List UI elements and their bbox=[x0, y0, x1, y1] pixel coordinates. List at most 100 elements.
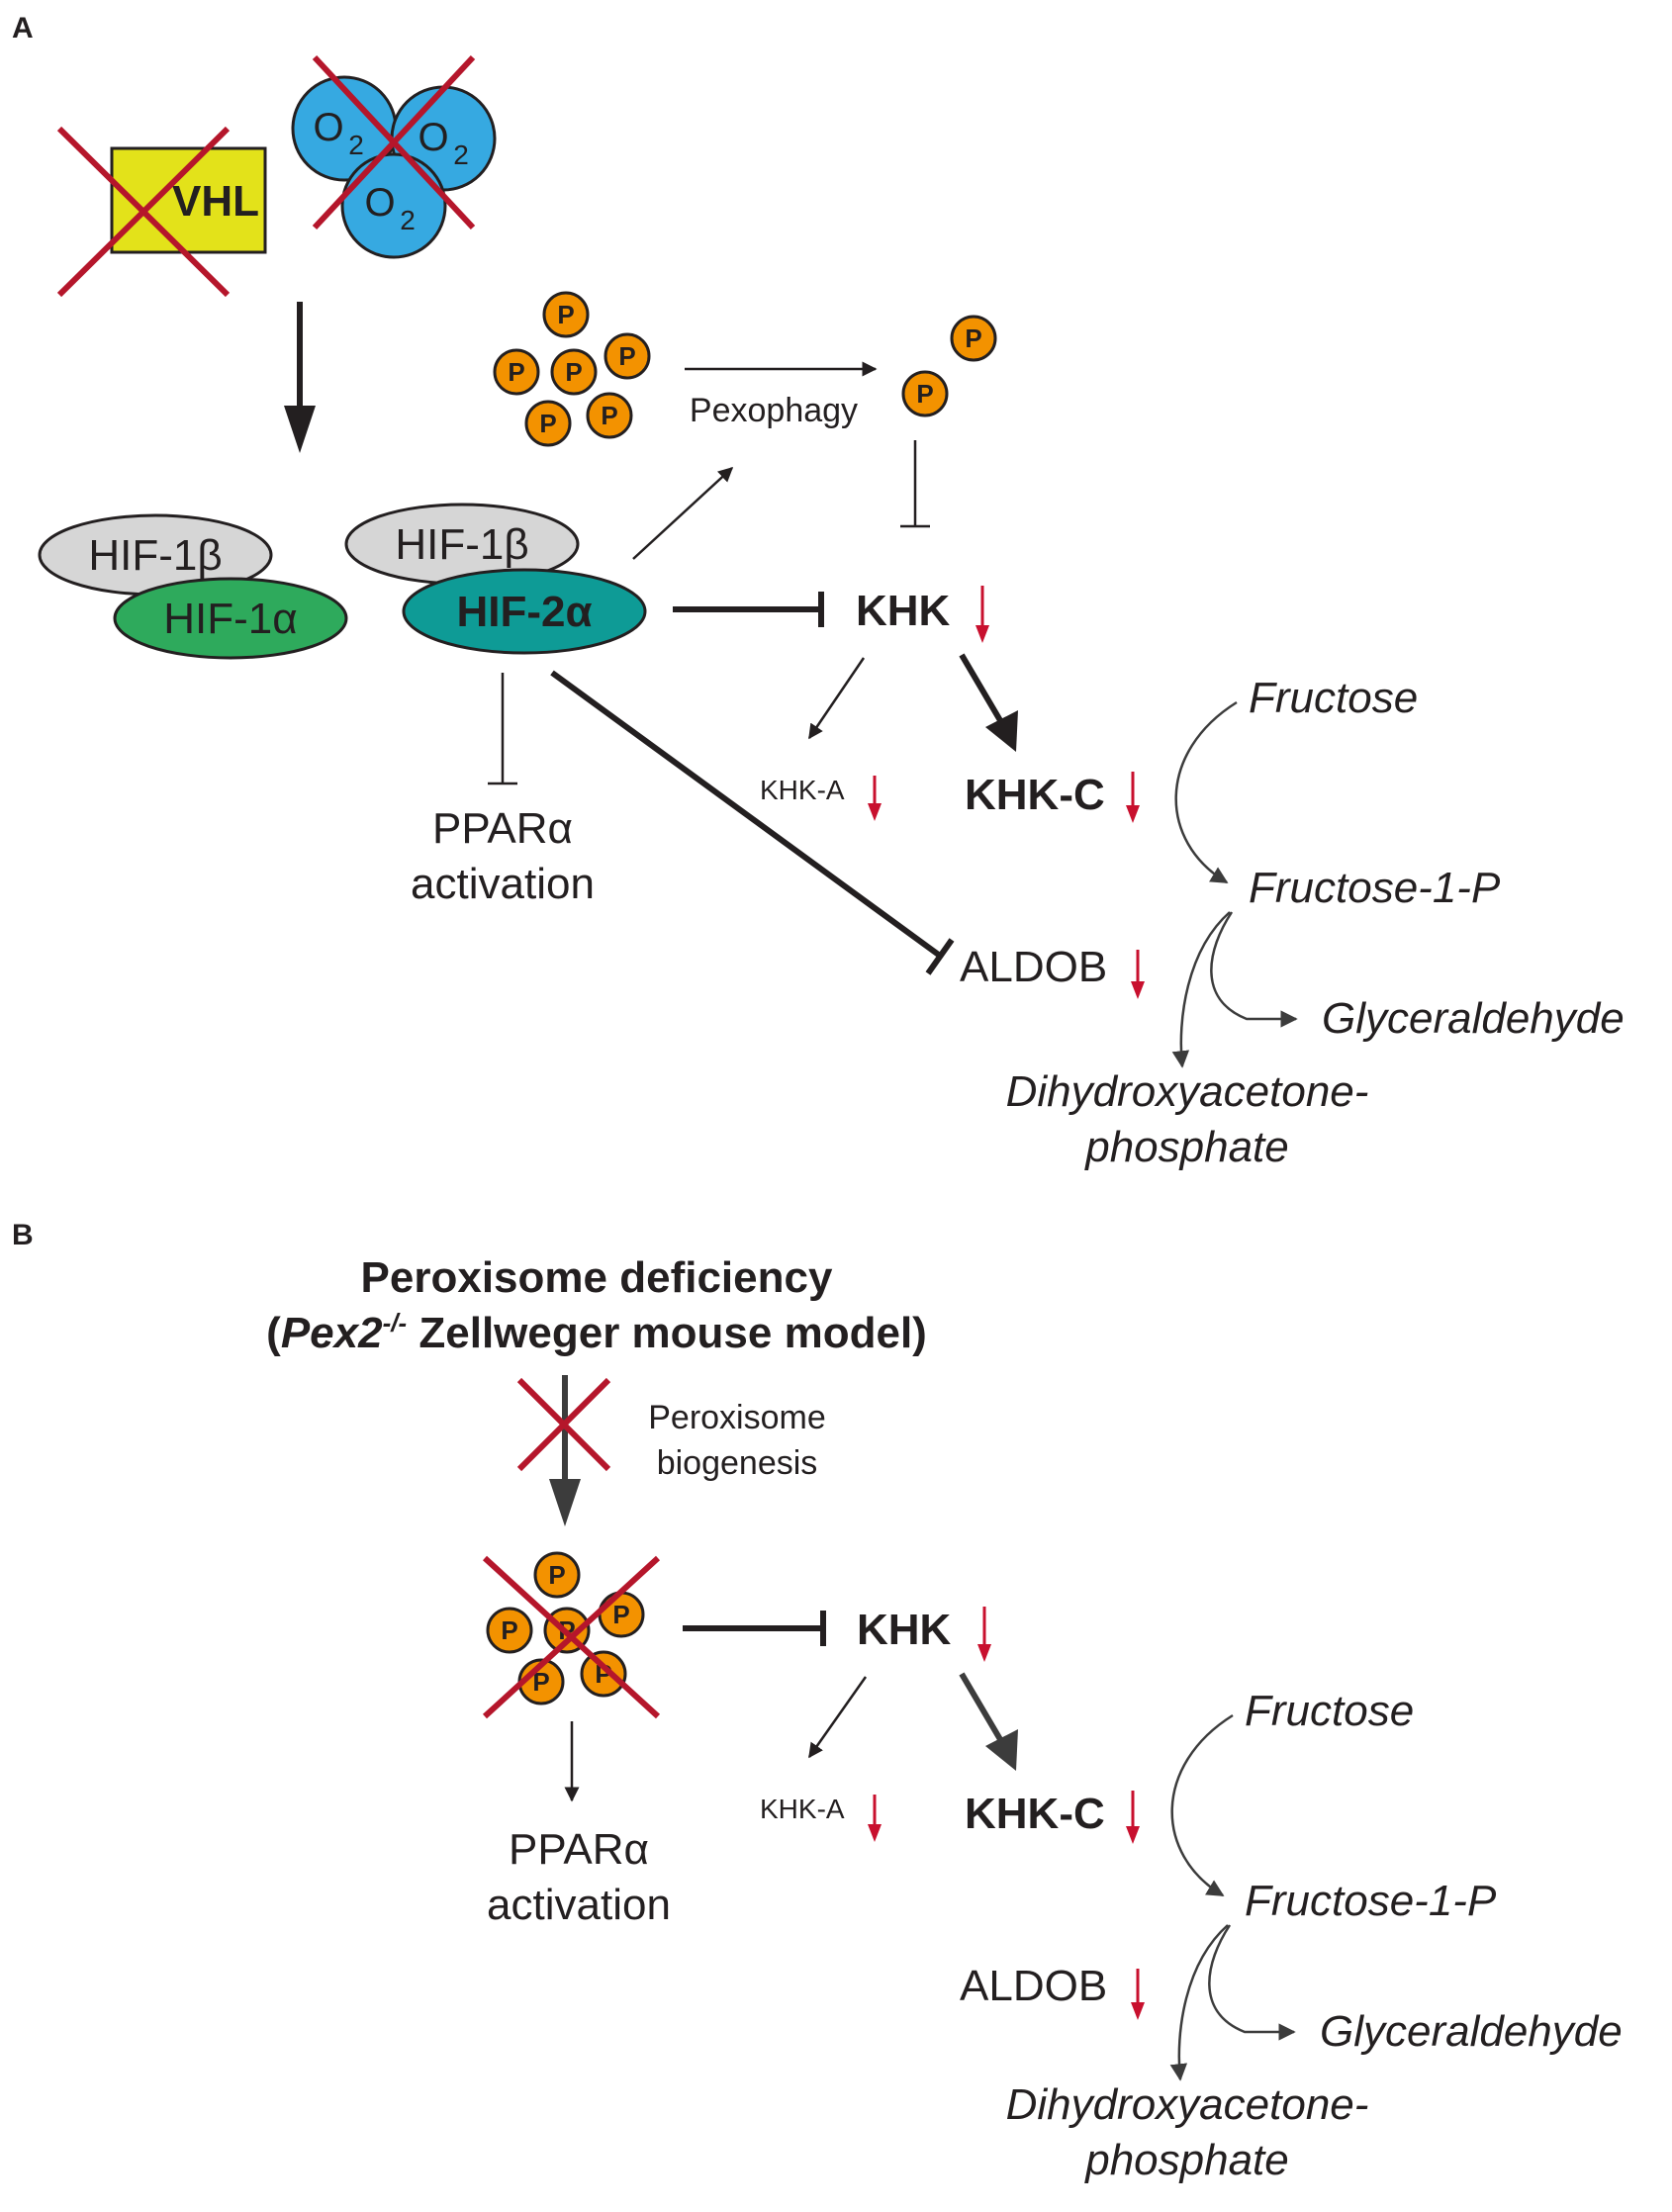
glyceraldehyde-label: Glyceraldehyde bbox=[1322, 994, 1625, 1043]
arrow-biogenesis bbox=[516, 1375, 611, 1526]
peroxisome-label: P bbox=[618, 341, 635, 371]
peroxisome: P bbox=[598, 1591, 645, 1638]
arrow-khk-khkc-b bbox=[959, 1672, 1018, 1771]
peroxisome-label: P bbox=[501, 1615, 517, 1645]
o2-subscript: 2 bbox=[400, 205, 416, 235]
arrow-hif2a-pexophagy bbox=[632, 466, 734, 560]
aldob-label-b: ALDOB bbox=[960, 1962, 1107, 2010]
panel-b-title-1: Peroxisome deficiency bbox=[361, 1253, 833, 1302]
khk-c-down-arrow bbox=[1126, 772, 1140, 823]
vhl-label: VHL bbox=[172, 177, 259, 226]
khk-c-label-b: KHK-C bbox=[965, 1790, 1105, 1838]
aldob-label: ALDOB bbox=[960, 943, 1107, 991]
inhibit-hif2a-khk bbox=[673, 592, 824, 627]
arrow-vhl-to-hif bbox=[284, 302, 316, 453]
peroxisome: P bbox=[542, 291, 590, 338]
peroxisome-label: P bbox=[916, 379, 933, 409]
fructose-label: Fructose bbox=[1249, 674, 1418, 722]
khk-c-label: KHK-C bbox=[965, 771, 1105, 819]
panel-a-letter: A bbox=[12, 12, 34, 45]
oxygen-molecule bbox=[340, 152, 447, 259]
hif2a-ellipse bbox=[402, 568, 647, 655]
arrow-khk-khkc bbox=[959, 653, 1018, 752]
o2-label: O bbox=[418, 116, 448, 159]
fructose-1-p-label: Fructose-1-P bbox=[1249, 864, 1501, 912]
activation-label: activation bbox=[411, 860, 595, 908]
peroxisome-label: P bbox=[965, 323, 981, 353]
peroxisome-remaining: P P bbox=[901, 315, 997, 417]
peroxisome: P bbox=[524, 400, 572, 447]
fructose-label-b: Fructose bbox=[1245, 1687, 1414, 1735]
dhap-label-1-b: Dihydroxyacetone- bbox=[1006, 2080, 1369, 2129]
peroxisome: P bbox=[604, 332, 651, 380]
peroxisome: P bbox=[580, 1650, 627, 1698]
o2-subscript: 2 bbox=[348, 130, 364, 160]
hif2a-label: HIF-2α bbox=[456, 588, 592, 636]
vhl-box: VHL bbox=[56, 126, 267, 298]
khk-a-down-arrow-b bbox=[868, 1795, 882, 1842]
peroxisome-label: P bbox=[548, 1560, 565, 1590]
title-rest: Zellweger mouse model) bbox=[407, 1309, 927, 1357]
title-sup: -/- bbox=[383, 1308, 408, 1337]
inhibit-hif2a-aldob bbox=[550, 670, 955, 975]
dhap-label-2: phosphate bbox=[1083, 1123, 1289, 1171]
fructose-1-p-label-b: Fructose-1-P bbox=[1245, 1877, 1497, 1925]
o2-subscript: 2 bbox=[453, 139, 469, 170]
khk-label-b: KHK bbox=[857, 1606, 952, 1654]
aldob-down-arrow bbox=[1131, 950, 1145, 999]
o2-label: O bbox=[313, 106, 343, 149]
arrow-f1p-dhap bbox=[1171, 911, 1231, 1068]
peroxisome-label: P bbox=[557, 300, 574, 329]
khk-down-arrow bbox=[975, 586, 989, 643]
oxygen-cross bbox=[312, 54, 476, 230]
peroxisome: P bbox=[533, 1551, 581, 1599]
arrow-f1p-glyceraldehyde bbox=[1210, 911, 1298, 1028]
vhl-cross bbox=[56, 126, 231, 298]
khk-c-down-arrow-b bbox=[1126, 1791, 1140, 1844]
peroxisome-label: P bbox=[508, 357, 524, 387]
peroxisome: P bbox=[493, 348, 540, 396]
title-gene: Pex2 bbox=[281, 1309, 383, 1357]
peroxisome-label: P bbox=[612, 1600, 629, 1629]
activation-label-b: activation bbox=[487, 1881, 671, 1929]
peroxisome: P bbox=[550, 348, 598, 396]
peroxisome-cross bbox=[482, 1555, 661, 1719]
arrow-f1p-glyceraldehyde-b bbox=[1208, 1924, 1296, 2041]
hif1-complex: HIF-1β HIF-1α bbox=[38, 513, 348, 660]
biogenesis-label-1: Peroxisome bbox=[648, 1399, 826, 1436]
hif1a-ellipse bbox=[113, 577, 348, 660]
khk-label: KHK bbox=[856, 587, 951, 635]
biogenesis-cross bbox=[516, 1377, 611, 1472]
arrow-f1p-dhap-b bbox=[1169, 1924, 1229, 2081]
khk-a-label: KHK-A bbox=[760, 775, 845, 805]
panel-b-letter: B bbox=[12, 1219, 34, 1251]
hif1a-label: HIF-1α bbox=[163, 595, 297, 643]
khk-a-down-arrow bbox=[868, 776, 882, 821]
panel-b-title-2: (Pex2-/- Zellweger mouse model) bbox=[266, 1308, 927, 1357]
khk-down-arrow-b bbox=[977, 1607, 991, 1662]
aldob-down-arrow-b bbox=[1131, 1969, 1145, 2020]
peroxisome: P bbox=[586, 392, 633, 439]
peroxisome-cluster: P P P P P P bbox=[493, 291, 651, 447]
arrow-khk-khka bbox=[807, 657, 866, 740]
dhap-label-2-b: phosphate bbox=[1083, 2136, 1289, 2184]
inhibit-hif2a-ppara bbox=[488, 673, 517, 785]
peroxisome-cluster-b: P P P P P P bbox=[482, 1551, 661, 1719]
arrow-fructose-f1p bbox=[1174, 700, 1238, 884]
glyceraldehyde-label-b: Glyceraldehyde bbox=[1320, 2007, 1623, 2056]
peroxisome: P bbox=[486, 1607, 533, 1654]
hif1b-label: HIF-1β bbox=[88, 531, 222, 580]
inhibit-peroxisome-khk bbox=[900, 440, 930, 528]
peroxisome: P bbox=[950, 315, 997, 362]
arrow-khk-khka-b bbox=[807, 1676, 868, 1759]
peroxisome-label: P bbox=[601, 401, 617, 430]
dhap-label-1: Dihydroxyacetone- bbox=[1006, 1067, 1369, 1116]
o2-label: O bbox=[364, 181, 395, 225]
biogenesis-label-2: biogenesis bbox=[657, 1444, 818, 1482]
peroxisome: P bbox=[901, 370, 949, 417]
ppara-label: PPARα bbox=[432, 804, 573, 853]
arrow-fructose-f1p-b bbox=[1170, 1713, 1234, 1897]
inhibit-peroxisome-khk-b bbox=[683, 1611, 826, 1646]
peroxisome-label: P bbox=[532, 1667, 549, 1697]
